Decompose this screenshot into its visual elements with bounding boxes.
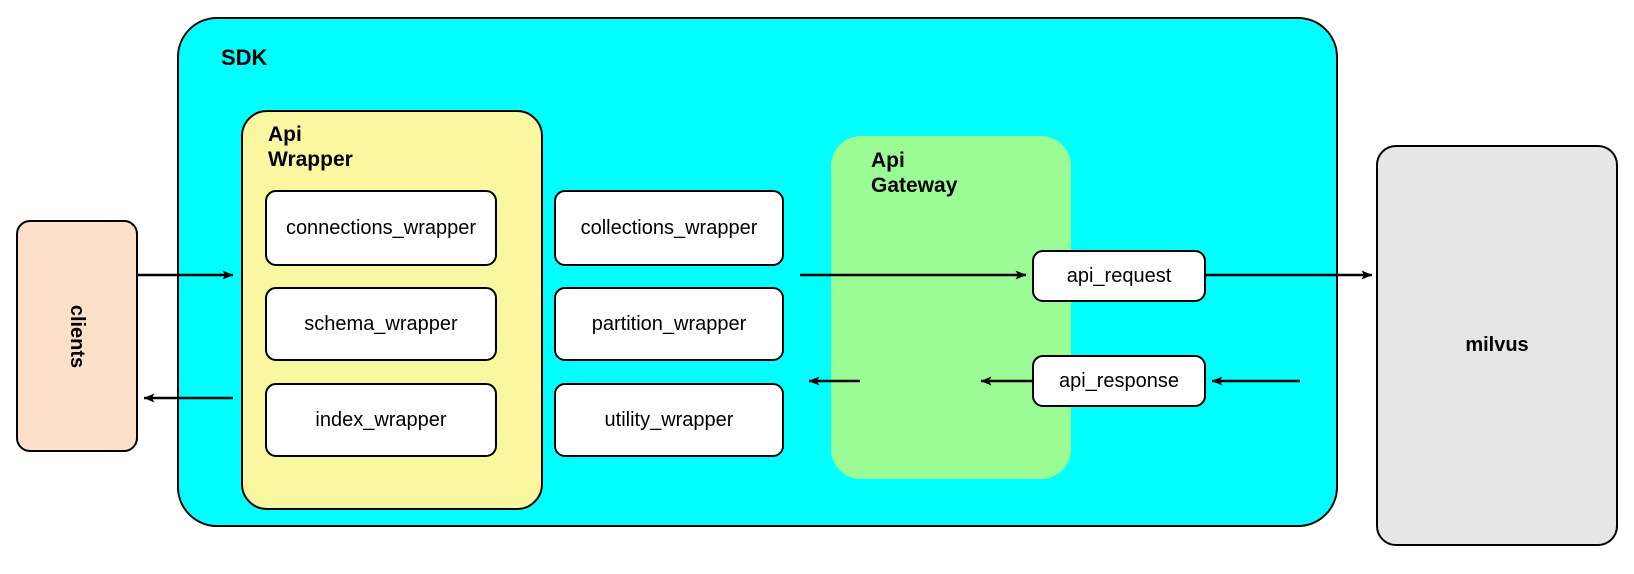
api-request-label: api_request xyxy=(1066,264,1172,287)
sdk-label: SDK xyxy=(221,45,268,70)
collections-wrapper-node[interactable]: collections_wrapper xyxy=(554,190,784,266)
schema-wrapper-label: schema_wrapper xyxy=(304,312,458,335)
utility-wrapper-label: utility_wrapper xyxy=(604,408,734,431)
connections-wrapper-label: connections_wrapper xyxy=(285,216,477,239)
api-response-label: api_response xyxy=(1058,369,1180,392)
milvus-node[interactable]: milvus xyxy=(1376,145,1618,546)
api-gateway-container[interactable]: Api Gateway xyxy=(831,136,1071,479)
clients-node[interactable]: clients xyxy=(16,220,138,452)
api-gateway-label: Api Gateway xyxy=(871,149,958,198)
partition-wrapper-label: partition_wrapper xyxy=(591,312,747,335)
collections-wrapper-label: collections_wrapper xyxy=(580,216,758,239)
index-wrapper-label: index_wrapper xyxy=(315,408,447,431)
partition-wrapper-node[interactable]: partition_wrapper xyxy=(554,287,784,361)
api-request-node[interactable]: api_request xyxy=(1032,250,1206,302)
utility-wrapper-node[interactable]: utility_wrapper xyxy=(554,383,784,457)
clients-label: clients xyxy=(66,304,89,368)
api-wrapper-label: Api Wrapper xyxy=(268,123,353,172)
connections-wrapper-node[interactable]: connections_wrapper xyxy=(265,190,497,266)
api-response-node[interactable]: api_response xyxy=(1032,355,1206,407)
index-wrapper-node[interactable]: index_wrapper xyxy=(265,383,497,457)
schema-wrapper-node[interactable]: schema_wrapper xyxy=(265,287,497,361)
milvus-label: milvus xyxy=(1465,334,1529,356)
